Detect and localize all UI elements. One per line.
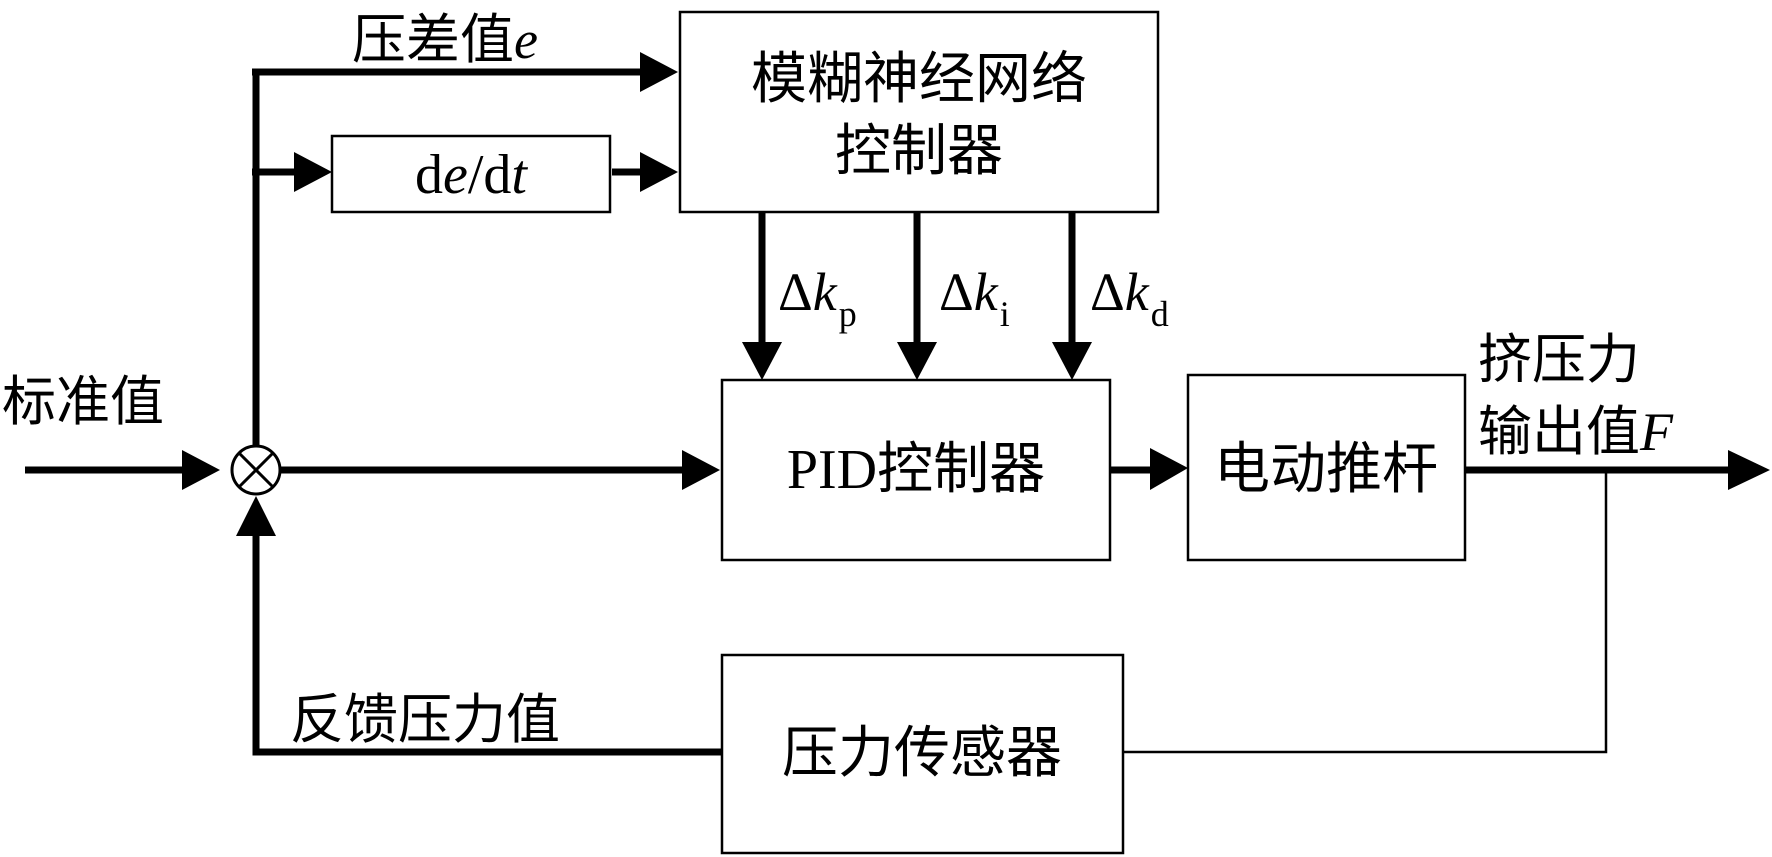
derivative-block: de/dt xyxy=(330,134,612,214)
output-label-line1: 挤压力 xyxy=(1478,330,1640,390)
error-label: 压差值e xyxy=(352,10,538,70)
fuzzy-nn-label-line2: 控制器 xyxy=(835,121,1003,183)
pid-controller-label: PID控制器 xyxy=(787,439,1045,501)
pressure-sensor-block: 压力传感器 xyxy=(720,653,1125,855)
pid-controller-block: PID控制器 xyxy=(720,378,1112,562)
setpoint-label: 标准值 xyxy=(2,372,164,432)
output-label-line2: 输出值F xyxy=(1478,402,1674,462)
derivative-to-fnn-arrow xyxy=(640,152,678,192)
gain-p-label: Δkp xyxy=(778,262,857,334)
output-to-sensor-line xyxy=(1123,470,1608,754)
gain-i-arrow xyxy=(897,342,937,380)
feedback-arrow xyxy=(236,496,276,536)
error-to-derivative-arrow xyxy=(294,152,332,192)
derivative-label: de/dt xyxy=(415,144,528,206)
gain-d-arrow xyxy=(1052,342,1092,380)
feedback-line xyxy=(252,535,722,756)
error-to-fnn-arrow xyxy=(640,52,678,92)
output-arrow xyxy=(1728,450,1770,490)
sum-to-pid-arrow xyxy=(682,450,720,490)
gain-p-arrow xyxy=(742,342,782,380)
fuzzy-nn-controller-block: 模糊神经网络 控制器 xyxy=(678,10,1160,214)
fuzzy-nn-label-line1: 模糊神经网络 xyxy=(751,49,1087,111)
summing-junction xyxy=(230,444,282,496)
gain-i-label: Δki xyxy=(939,262,1010,334)
actuator-block: 电动推杆 xyxy=(1186,373,1467,562)
actuator-label: 电动推杆 xyxy=(1214,439,1438,501)
feedback-label: 反馈压力值 xyxy=(290,690,560,750)
gain-d-label: Δkd xyxy=(1090,262,1169,334)
setpoint-arrow xyxy=(182,450,220,490)
pressure-sensor-label: 压力传感器 xyxy=(782,723,1062,785)
pid-to-actuator-arrow xyxy=(1150,448,1188,490)
